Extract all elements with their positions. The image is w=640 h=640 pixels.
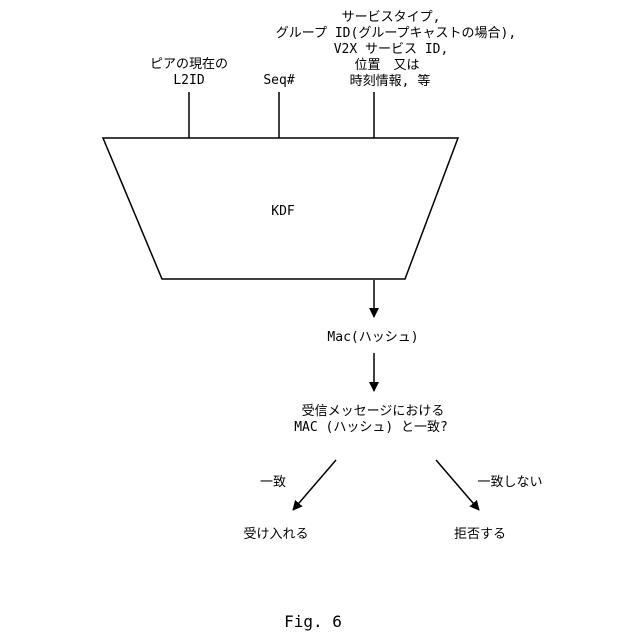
nomatch-condition-label: 一致しない: [477, 475, 542, 490]
kdf-label: KDF: [271, 204, 295, 219]
mac-hash-label: Mac(ハッシュ): [327, 330, 418, 345]
accept-result-label: 受け入れる: [243, 527, 308, 542]
service-info-label-line2: グループ ID(グループキャストの場合),: [276, 26, 516, 41]
figure-label: Fig. 6: [284, 612, 342, 631]
match-branch-arrow: [293, 460, 336, 510]
service-info-label-line4: 位置 又は: [354, 58, 419, 73]
seq-label: Seq#: [263, 73, 294, 88]
question-line2: MAC (ハッシュ) と一致?: [294, 420, 448, 435]
peer-l2id-label-line2: L2ID: [173, 73, 204, 88]
reject-result-label: 拒否する: [454, 527, 506, 542]
question-line1: 受信メッセージにおける: [302, 404, 445, 419]
match-condition-label: 一致: [260, 475, 286, 490]
service-info-label-line1: サービスタイプ,: [342, 10, 441, 25]
peer-l2id-label-line1: ピアの現在の: [150, 57, 228, 72]
service-info-label-line5: 時刻情報, 等: [350, 73, 431, 89]
service-info-label-line3: V2X サービス ID,: [334, 42, 449, 57]
nomatch-branch-arrow: [436, 460, 479, 510]
